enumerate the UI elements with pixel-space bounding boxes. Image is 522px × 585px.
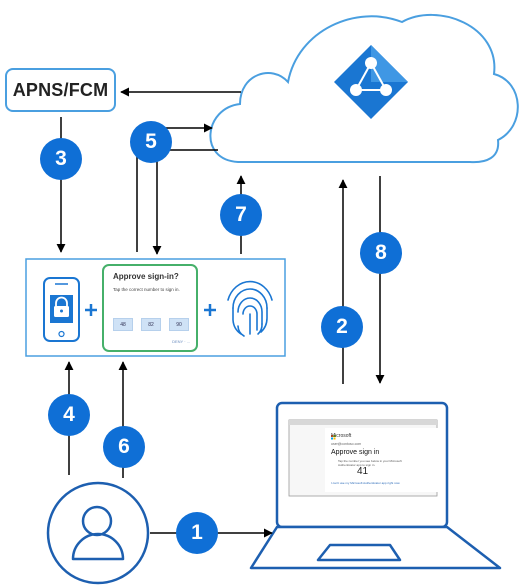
laptop-icon [249,401,502,570]
plus-icon [85,304,97,316]
phone-lock-icon [43,277,80,342]
azure-ad-icon [334,45,408,119]
microsoft-logo-icon [331,435,336,440]
plus-icon [204,304,216,316]
fingerprint-icon [227,280,273,337]
user-icon [46,481,150,585]
